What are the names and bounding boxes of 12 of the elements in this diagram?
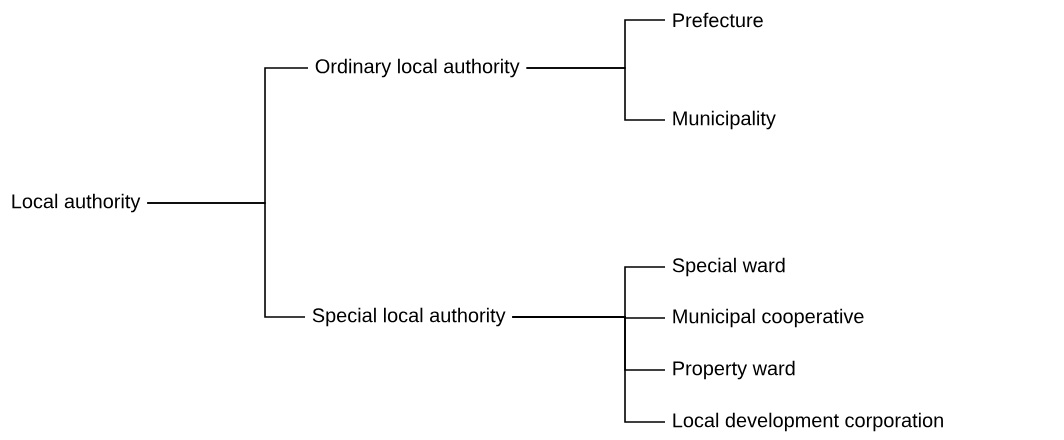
tree-label: Local development corporation [673, 412, 943, 432]
tree-label: Ordinary local authority [315, 58, 520, 78]
connector-line [525, 67, 666, 121]
connector-line [146, 202, 306, 318]
tree-label: Property ward [673, 360, 795, 380]
tree-label: Municipal cooperative [673, 308, 864, 328]
tree-label: Local authority [12, 193, 141, 213]
connector-line [511, 316, 666, 423]
tree-label: Municipality [673, 110, 776, 130]
tree-label: Special ward [672, 257, 785, 277]
tree-label: Prefecture [673, 12, 763, 28]
tree-label: Special local authority [312, 307, 506, 327]
